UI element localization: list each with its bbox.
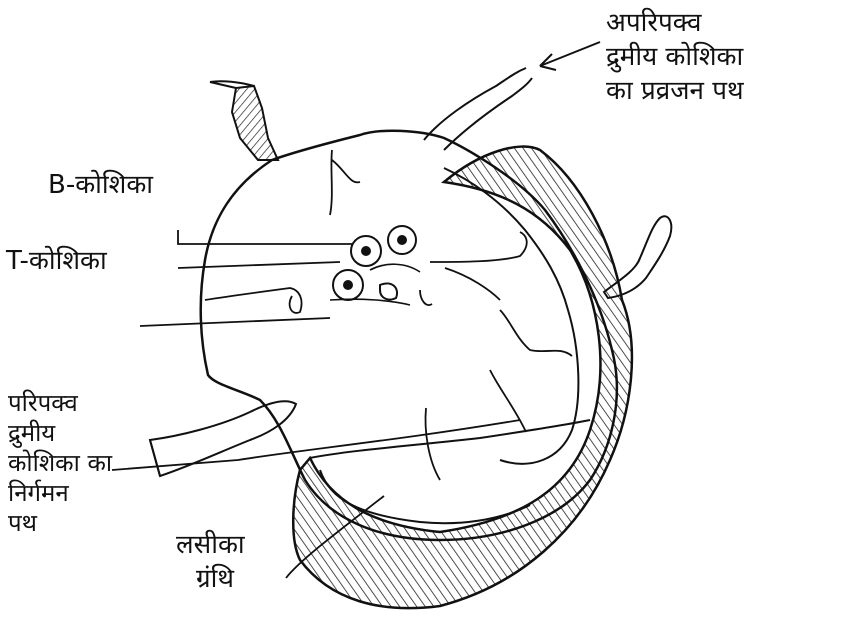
follicle-boundary: [310, 420, 590, 458]
immature-dc-migration-label: अपरिपक्व द्रुमीय कोशिका का प्रव्रजन पथ: [606, 6, 744, 108]
lymph-node-label: लसीका ग्रंथि: [176, 528, 245, 596]
mature-label-line-1: परिपक्व: [8, 388, 112, 418]
t-cell-cluster: [330, 226, 420, 305]
efferent-vessel-end: [150, 440, 160, 476]
immature-label-line-2: द्रुमीय कोशिका: [606, 40, 744, 74]
mature-label-line-5: पथ: [8, 508, 112, 538]
lymph-node-label-line-2: ग्रंथि: [176, 562, 245, 596]
mature-label-line-2: द्रुमीय: [8, 418, 112, 448]
lymph-node-label-line-1: लसीका: [176, 528, 245, 562]
afferent-vessel-edge-2: [210, 82, 236, 88]
t-cell-label: T-कोशिका: [6, 244, 107, 278]
immature-path-arrow: [540, 42, 600, 66]
afferent-vessel-top: [232, 86, 278, 160]
mature-dc-exit-label: परिपक्व द्रुमीय कोशिका का निर्गमन पथ: [8, 388, 112, 538]
mature-label-line-4: निर्गमन: [8, 478, 112, 508]
mature-label-line-3: कोशिका का: [8, 448, 112, 478]
b-cell-label: B-कोशिका: [48, 168, 153, 202]
immature-label-line-3: का प्रव्रजन पथ: [606, 74, 744, 108]
immature-label-line-1: अपरिपक्व: [606, 6, 744, 40]
right-vessel: [604, 216, 671, 298]
